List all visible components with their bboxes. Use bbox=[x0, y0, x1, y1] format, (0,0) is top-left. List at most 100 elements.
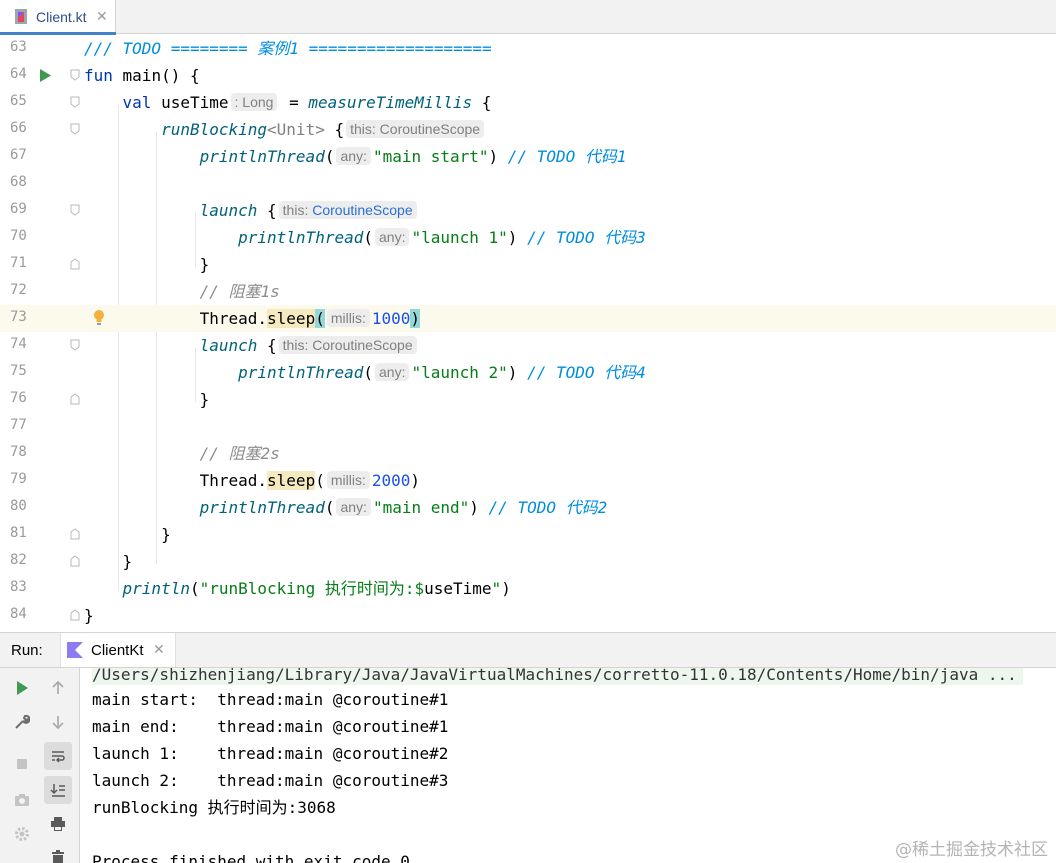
watermark: @稀土掘金技术社区 bbox=[895, 840, 1048, 860]
line-comment: // 阻塞2s bbox=[199, 444, 280, 463]
down-button[interactable] bbox=[44, 708, 72, 736]
fold-marker-icon[interactable] bbox=[70, 123, 80, 135]
settings-gear-button[interactable] bbox=[8, 820, 36, 848]
code-line[interactable]: 71 } bbox=[0, 251, 1056, 278]
function-call: printlnThread bbox=[199, 498, 325, 517]
code-line[interactable]: 67 printlnThread(any:"main start") // TO… bbox=[10, 147, 627, 166]
lightbulb-icon[interactable] bbox=[92, 309, 106, 327]
code-line[interactable]: 72 // 阻塞1s bbox=[0, 278, 1056, 305]
code-line[interactable]: 81 } bbox=[0, 521, 1056, 548]
line-number: 72 bbox=[10, 282, 27, 298]
brace: } bbox=[199, 255, 210, 274]
code-line[interactable]: 64 fun main() { bbox=[0, 62, 1056, 89]
print-button[interactable] bbox=[44, 810, 72, 838]
function-call: runBlocking bbox=[161, 120, 268, 139]
kotlin-file-icon bbox=[15, 9, 27, 24]
code-line[interactable]: 66 runBlocking<Unit> {this: CoroutineSco… bbox=[0, 116, 1056, 143]
code-line[interactable]: 76 } bbox=[0, 386, 1056, 413]
camera-icon bbox=[15, 794, 29, 806]
receiver-hint: this: CoroutineScope bbox=[278, 336, 417, 354]
brace: } bbox=[122, 552, 133, 571]
scroll-to-end-toggle[interactable] bbox=[44, 776, 72, 804]
brace: { bbox=[472, 93, 492, 112]
string-literal: "main start" bbox=[372, 147, 489, 166]
line-number: 80 bbox=[10, 498, 27, 514]
parameter-hint: any: bbox=[375, 228, 410, 246]
fold-end-marker-icon[interactable] bbox=[70, 528, 80, 540]
line-number: 69 bbox=[10, 201, 27, 217]
line-number: 65 bbox=[10, 93, 27, 109]
parameter-hint: any: bbox=[375, 363, 410, 381]
console-line: main end: thread:main @coroutine#1 bbox=[92, 717, 449, 736]
wrench-icon bbox=[15, 714, 30, 729]
todo-comment: TODO 代码2 bbox=[517, 498, 608, 517]
code-line[interactable]: 78 // 阻塞2s bbox=[0, 440, 1056, 467]
fold-end-marker-icon[interactable] bbox=[70, 555, 80, 567]
code-line-current[interactable]: 73 Thread.sleep(millis:1000) bbox=[0, 305, 1056, 332]
parameter-hint: any: bbox=[336, 498, 371, 516]
class-reference: Thread. bbox=[199, 471, 268, 490]
soft-wrap-toggle[interactable] bbox=[44, 742, 72, 770]
code-line[interactable]: 74 launch {this: CoroutineScope bbox=[0, 332, 1056, 359]
line-number: 67 bbox=[10, 147, 27, 163]
editor-tab-bar: Client.kt ✕ bbox=[0, 0, 1056, 35]
run-tool-window-header: Run: ClientKt ✕ bbox=[0, 632, 1056, 668]
code-line[interactable]: 82 } bbox=[0, 548, 1056, 575]
code-line[interactable]: 83 println("runBlocking 执行时间为:$useTime") bbox=[10, 579, 511, 598]
fold-end-marker-icon[interactable] bbox=[70, 258, 80, 270]
code-line[interactable]: 80 printlnThread(any:"main end") // TODO… bbox=[10, 498, 608, 517]
close-icon[interactable]: ✕ bbox=[153, 641, 165, 657]
line-number: 82 bbox=[10, 552, 27, 568]
fold-end-marker-icon[interactable] bbox=[70, 609, 80, 621]
brace: { bbox=[257, 201, 277, 220]
stop-button[interactable] bbox=[8, 750, 36, 778]
run-tab-label: ClientKt bbox=[91, 642, 144, 659]
code-line[interactable]: 69 launch {this: CoroutineScope bbox=[0, 197, 1056, 224]
todo-comment: TODO 代码4 bbox=[555, 363, 646, 382]
comment-slashes: /// bbox=[84, 39, 123, 58]
console-command-line: /Users/shizhenjiang/Library/Java/JavaVir… bbox=[92, 668, 1023, 685]
run-toolbar bbox=[0, 668, 80, 863]
line-number: 77 bbox=[10, 417, 27, 433]
receiver-hint: this: CoroutineScope bbox=[346, 120, 485, 138]
clear-all-button[interactable] bbox=[44, 844, 72, 863]
function-call: measureTimeMillis bbox=[308, 93, 473, 112]
function-signature: main() { bbox=[112, 66, 200, 85]
code-line[interactable]: 68 bbox=[0, 170, 1056, 197]
run-gutter-icon[interactable] bbox=[40, 69, 51, 82]
receiver-hint: this: CoroutineScope bbox=[278, 201, 417, 219]
fold-marker-icon[interactable] bbox=[70, 339, 80, 351]
line-comment: // 阻塞1s bbox=[199, 282, 280, 301]
code-line[interactable]: 70 printlnThread(any:"launch 1") // TODO… bbox=[10, 228, 646, 247]
code-editor[interactable]: 63 /// TODO ======== 案例1 ===============… bbox=[0, 35, 1056, 632]
string-literal: "runBlocking 执行时间为:$ bbox=[199, 579, 425, 598]
indent-guide bbox=[195, 213, 196, 267]
fold-marker-icon[interactable] bbox=[70, 69, 80, 81]
code-line[interactable]: 79 Thread.sleep(millis:2000) bbox=[10, 471, 421, 490]
todo-comment: TODO 代码3 bbox=[555, 228, 646, 247]
editor-tab-client-kt[interactable]: Client.kt ✕ bbox=[0, 0, 116, 35]
fold-marker-icon[interactable] bbox=[70, 96, 80, 108]
string-literal: "launch 1" bbox=[411, 228, 508, 247]
close-icon[interactable]: ✕ bbox=[96, 8, 108, 24]
console-output[interactable]: /Users/shizhenjiang/Library/Java/JavaVir… bbox=[80, 668, 1056, 863]
up-button[interactable] bbox=[44, 674, 72, 702]
play-icon bbox=[17, 681, 28, 695]
fold-end-marker-icon[interactable] bbox=[70, 393, 80, 405]
code-line[interactable]: 77 bbox=[0, 413, 1056, 440]
settings-button[interactable] bbox=[8, 708, 36, 736]
indent-guide bbox=[118, 105, 119, 591]
rerun-button[interactable] bbox=[8, 674, 36, 702]
run-tab-clientkt[interactable]: ClientKt ✕ bbox=[60, 633, 176, 667]
screenshot-button[interactable] bbox=[8, 786, 36, 814]
active-tab-indicator bbox=[0, 32, 116, 35]
brace: } bbox=[84, 606, 94, 625]
brace: } bbox=[161, 525, 171, 544]
scroll-to-end-icon bbox=[50, 784, 65, 797]
fold-marker-icon[interactable] bbox=[70, 204, 80, 216]
code-line[interactable]: 63 /// TODO ======== 案例1 ===============… bbox=[0, 35, 1056, 62]
console-line: launch 1: thread:main @coroutine#2 bbox=[92, 744, 449, 763]
code-line[interactable]: 65 val useTime: Long = measureTimeMillis… bbox=[0, 89, 1056, 116]
code-line[interactable]: 75 printlnThread(any:"launch 2") // TODO… bbox=[10, 363, 646, 382]
code-line[interactable]: 84 } bbox=[0, 602, 1056, 629]
